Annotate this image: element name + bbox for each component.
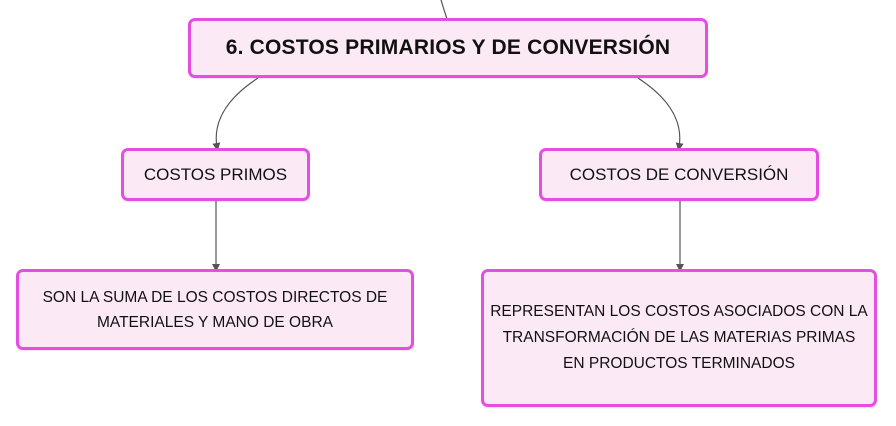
root-topic-node[interactable]: 6. COSTOS PRIMARIOS Y DE CONVERSIÓN (188, 18, 708, 78)
connector-root-to-costos-primos (212, 77, 259, 151)
costos-conversion-label: COSTOS DE CONVERSIÓN (569, 164, 789, 184)
connector-root-to-costos-conversion (637, 77, 684, 151)
costos-primos-node[interactable]: COSTOS PRIMOS (121, 148, 310, 201)
costos-conversion-description: REPRESENTAN LOS COSTOS ASOCIADOS CON LA … (490, 303, 868, 372)
connector-parent-to-root (440, 0, 448, 20)
costos-conversion-node[interactable]: COSTOS DE CONVERSIÓN (539, 148, 819, 201)
root-topic-label: 6. COSTOS PRIMARIOS Y DE CONVERSIÓN (225, 36, 671, 59)
costos-primos-description-node[interactable]: SON LA SUMA DE LOS COSTOS DIRECTOS DE MA… (16, 269, 414, 350)
costos-primos-label: COSTOS PRIMOS (143, 164, 288, 184)
costos-primos-description: SON LA SUMA DE LOS COSTOS DIRECTOS DE MA… (42, 288, 388, 331)
costos-conversion-description-node[interactable]: REPRESENTAN LOS COSTOS ASOCIADOS CON LA … (481, 269, 877, 407)
